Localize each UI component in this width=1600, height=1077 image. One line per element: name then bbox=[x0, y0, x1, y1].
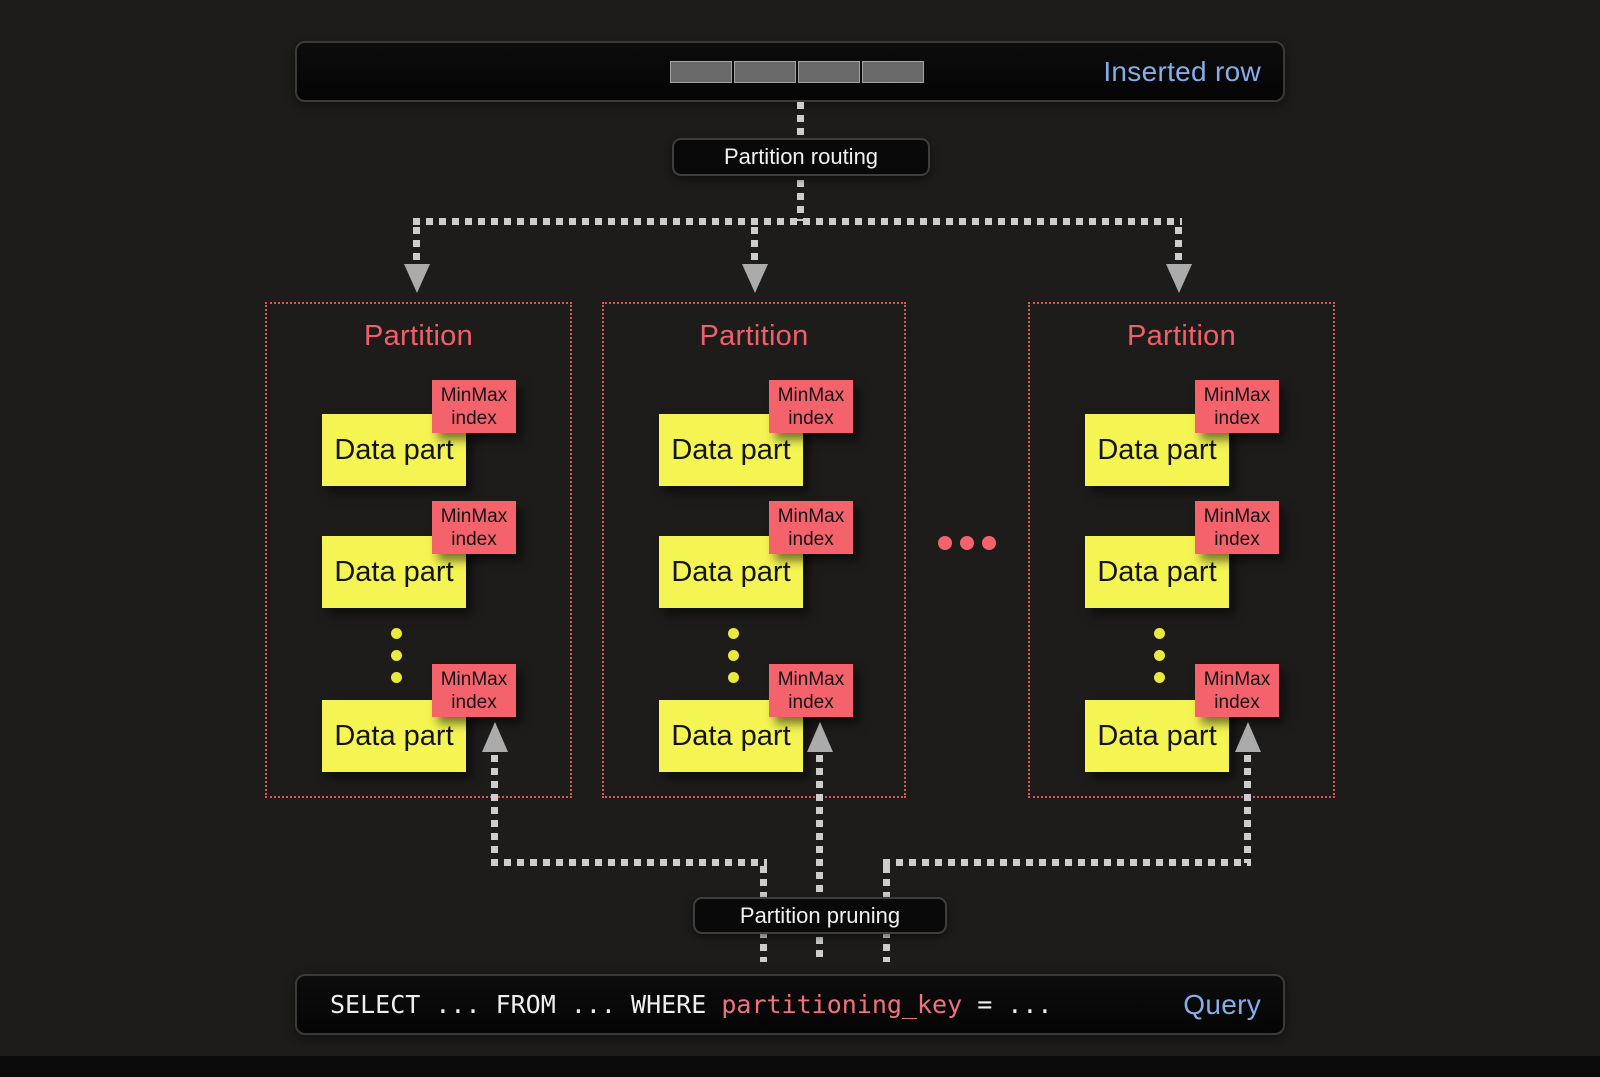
query-sql-text: SELECT ... FROM ... WHERE partitioning_k… bbox=[330, 990, 1052, 1019]
drop-line-2 bbox=[751, 227, 758, 265]
minmax-index-tag: MinMax index bbox=[432, 501, 516, 554]
minmax-index-tag: MinMax index bbox=[769, 501, 853, 554]
minmax-index-tag: MinMax index bbox=[769, 664, 853, 717]
ellipsis-dot bbox=[982, 536, 996, 550]
bottom-strip bbox=[0, 1056, 1600, 1077]
minmax-index-tag: MinMax index bbox=[1195, 501, 1279, 554]
drop-line-3 bbox=[1175, 227, 1182, 265]
more-parts-dot bbox=[391, 628, 402, 639]
row-segment bbox=[734, 61, 796, 83]
row-segment bbox=[670, 61, 732, 83]
drop-line-1 bbox=[413, 227, 420, 265]
up-arrow-icon bbox=[1235, 722, 1261, 752]
ellipsis-dot bbox=[938, 536, 952, 550]
query-label: Query bbox=[1183, 988, 1261, 1020]
more-parts-dot bbox=[728, 650, 739, 661]
distribution-line bbox=[413, 218, 1182, 225]
minmax-index-tag: MinMax index bbox=[769, 380, 853, 433]
row-segment bbox=[798, 61, 860, 83]
sql-partitioning-key: partitioning_key bbox=[721, 990, 963, 1019]
minmax-index-tag: MinMax index bbox=[432, 380, 516, 433]
row-segment bbox=[862, 61, 924, 83]
down-arrow-icon bbox=[742, 264, 768, 293]
partition-title: Partition bbox=[363, 320, 474, 352]
partition-routing-label: Partition routing bbox=[672, 138, 930, 176]
more-parts-dot bbox=[391, 650, 402, 661]
more-parts-dot bbox=[1154, 628, 1165, 639]
more-parts-dot bbox=[391, 672, 402, 683]
sql-prefix: SELECT ... FROM ... WHERE bbox=[330, 990, 722, 1019]
partition-pruning-label: Partition pruning bbox=[693, 897, 947, 934]
data-part-box: Data part bbox=[322, 700, 466, 772]
up-arrow-icon bbox=[482, 722, 508, 752]
minmax-index-tag: MinMax index bbox=[432, 664, 516, 717]
prune-line-mid bbox=[816, 755, 823, 962]
minmax-index-tag: MinMax index bbox=[1195, 664, 1279, 717]
more-parts-dot bbox=[1154, 672, 1165, 683]
partition-title: Partition bbox=[1126, 320, 1237, 352]
inserted-row-segments bbox=[670, 61, 924, 83]
up-arrow-icon bbox=[807, 722, 833, 752]
prune-line-left-up bbox=[491, 755, 498, 863]
more-parts-dot bbox=[728, 672, 739, 683]
prune-line-right-h bbox=[883, 859, 1251, 866]
sql-suffix: = ... bbox=[962, 990, 1053, 1019]
prune-line-left-h bbox=[491, 859, 767, 866]
minmax-index-tag: MinMax index bbox=[1195, 380, 1279, 433]
prune-line-right-up bbox=[1244, 755, 1251, 863]
query-bar: SELECT ... FROM ... WHERE partitioning_k… bbox=[295, 974, 1285, 1035]
inserted-row-bar: Inserted row bbox=[295, 41, 1285, 102]
more-parts-dot bbox=[1154, 650, 1165, 661]
down-arrow-icon bbox=[1166, 264, 1192, 293]
partition-title: Partition bbox=[699, 320, 809, 352]
inserted-row-label: Inserted row bbox=[1103, 55, 1261, 87]
more-parts-dot bbox=[728, 628, 739, 639]
data-part-box: Data part bbox=[1085, 414, 1229, 486]
down-arrow-icon bbox=[404, 264, 430, 293]
ellipsis-dot bbox=[960, 536, 974, 550]
